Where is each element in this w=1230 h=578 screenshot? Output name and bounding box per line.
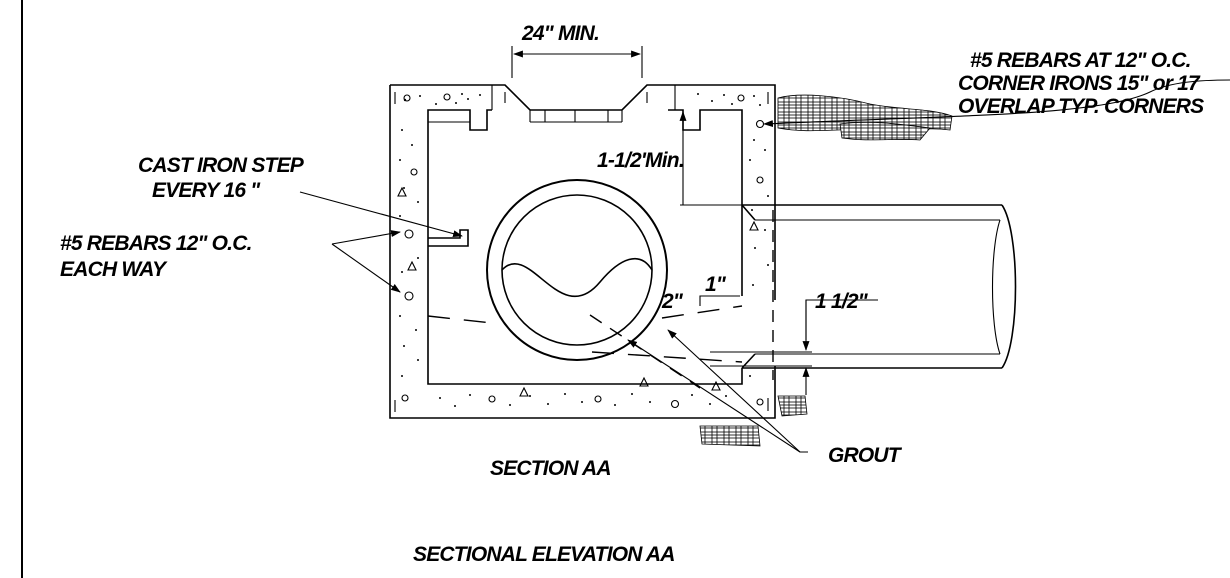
outlet-pipe (741, 204, 1017, 380)
label-section-aa: SECTION AA (490, 457, 611, 480)
dim-24-min (511, 46, 643, 78)
cast-iron-step (428, 229, 469, 247)
soil-hatch (699, 94, 953, 447)
label-rebar-corner-2: CORNER IRONS 15" or 17 (958, 72, 1201, 95)
label-rebar-corner-1: #5 REBARS AT 12" O.C. (970, 49, 1191, 72)
label-sectional-elevation: SECTIONAL ELEVATION AA (413, 543, 675, 566)
label-cast-iron-2: EVERY 16 " (152, 179, 261, 202)
label-24-min: 24" MIN. (521, 22, 599, 45)
dim-top-clearance (679, 111, 745, 206)
label-top-clearance: 1-1/2'Min. (597, 149, 684, 172)
manhole-box (389, 84, 776, 419)
label-dim-one-half: 1 1/2" (815, 290, 869, 313)
dim-one-half (710, 299, 878, 395)
leaders (299, 79, 1230, 453)
grout-lines (427, 305, 743, 389)
label-grout: GROUT (828, 444, 903, 467)
concrete-texture (397, 93, 769, 409)
label-rebar-wall-2: EACH WAY (60, 258, 168, 281)
label-rebar-corner-3: OVERLAP TYP. CORNERS (958, 95, 1204, 118)
label-rebar-wall-1: #5 REBARS 12" O.C. (60, 232, 252, 255)
label-dim-one: 1" (705, 273, 727, 296)
label-dim-two: 2" (661, 290, 684, 313)
dim-one-marker (699, 295, 740, 306)
pipe-cross-section (486, 179, 668, 361)
label-cast-iron-1: CAST IRON STEP (138, 154, 305, 177)
